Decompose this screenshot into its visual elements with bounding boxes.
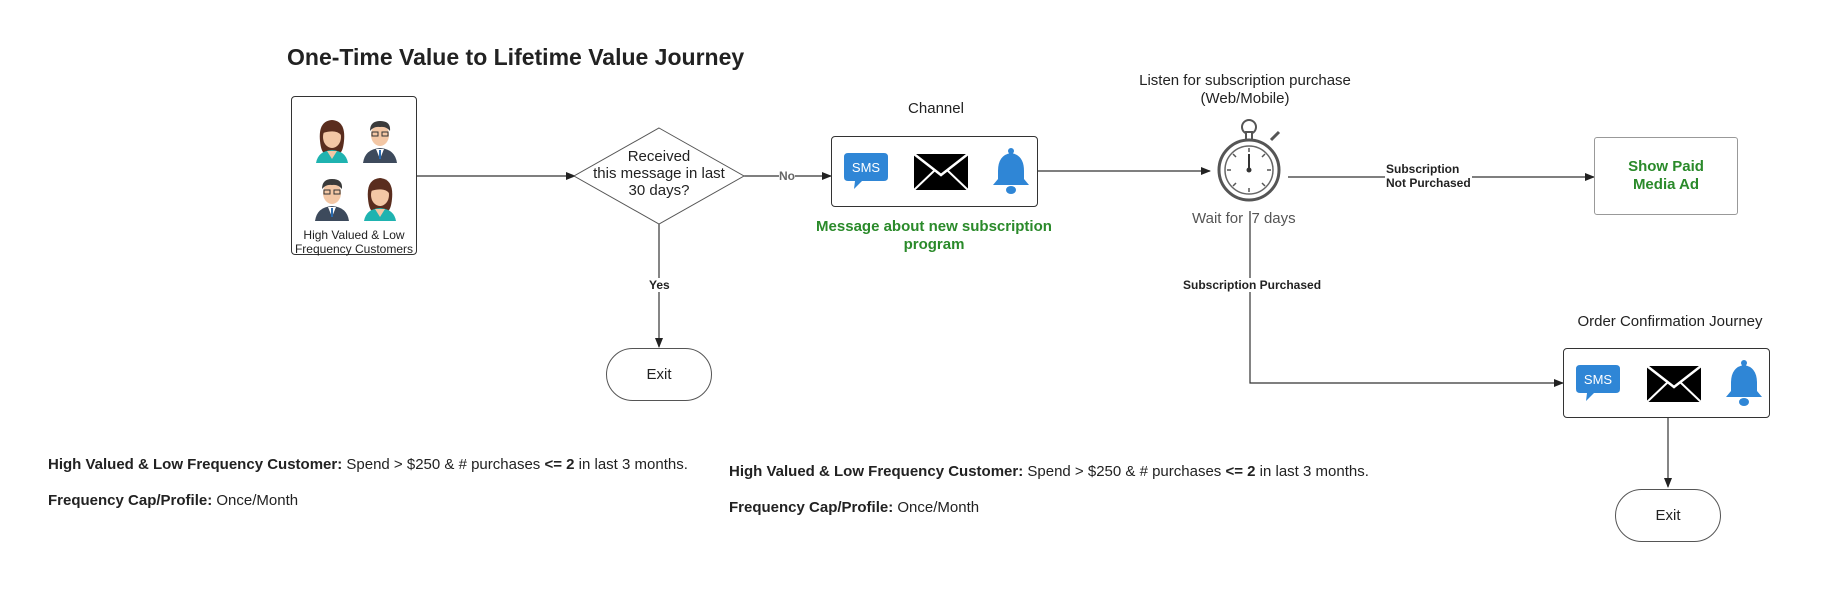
man-avatar-icon [363,121,397,163]
svg-text:SMS: SMS [852,160,881,175]
page-title: One-Time Value to Lifetime Value Journey [287,44,745,70]
note-text: Spend > $250 & # purchases [1023,463,1226,480]
note-text: Once/Month [212,492,299,509]
exit-node[interactable]: Exit [1615,489,1721,542]
paid-media-node[interactable]: Show Paid Media Ad [1594,137,1738,215]
wait-heading: Listen for subscription purchase (Web/Mo… [1139,72,1351,107]
edge-label-not-purchased: Subscription Not Purchased [1385,162,1472,190]
decision-diamond [572,127,746,225]
bell-icon [1726,360,1762,406]
edge-label-purchased: Subscription Purchased [1181,278,1324,292]
channel-caption: Message about new subscription program [816,218,1052,253]
edge-label-no: No [779,169,795,183]
paid-media-label: Show Paid Media Ad [1628,158,1704,193]
note-term: High Valued & Low Frequency Customer: [729,463,1024,480]
svg-text:SMS: SMS [1584,372,1613,387]
channel-node[interactable]: SMS [831,136,1038,207]
note-term: Frequency Cap/Profile: [48,492,213,509]
bell-icon [993,148,1029,194]
sms-icon: SMS [1576,365,1620,401]
note-text: Spend > $250 & # purchases [342,456,545,473]
envelope-icon [1646,365,1702,403]
note-term: Frequency Cap/Profile: [729,499,894,516]
stopwatch-icon[interactable] [1213,118,1285,202]
order-confirmation-heading: Order Confirmation Journey [1577,313,1763,330]
frequency-cap-note: Frequency Cap/Profile: Once/Month [48,492,298,509]
woman-avatar-icon [316,120,348,163]
woman-avatar-icon [364,178,396,221]
wait-label: Wait for 7 days [1192,210,1296,227]
edge-label-yes: Yes [647,278,672,292]
audience-label: High Valued & Low Frequency Customers [294,228,414,256]
note-text: in last 3 months. [574,456,688,473]
sms-icon: SMS [844,153,888,189]
order-confirmation-node[interactable]: SMS [1563,348,1770,418]
exit-node[interactable]: Exit [606,348,712,401]
decision-text: Received this message in last 30 days? [593,148,725,199]
note-operator: <= 2 [544,456,575,473]
definition-note: High Valued & Low Frequency Customer: Sp… [48,456,688,473]
envelope-icon [913,153,969,191]
frequency-cap-note: Frequency Cap/Profile: Once/Month [729,499,979,516]
definition-note: High Valued & Low Frequency Customer: Sp… [729,463,1369,480]
note-text: Once/Month [893,499,980,516]
channel-heading: Channel [908,100,964,117]
note-operator: <= 2 [1225,463,1256,480]
note-term: High Valued & Low Frequency Customer: [48,456,343,473]
note-text: in last 3 months. [1255,463,1369,480]
man-avatar-icon [315,179,349,221]
edge-purchased [1249,211,1564,387]
audience-node[interactable]: High Valued & Low Frequency Customers [291,96,417,256]
